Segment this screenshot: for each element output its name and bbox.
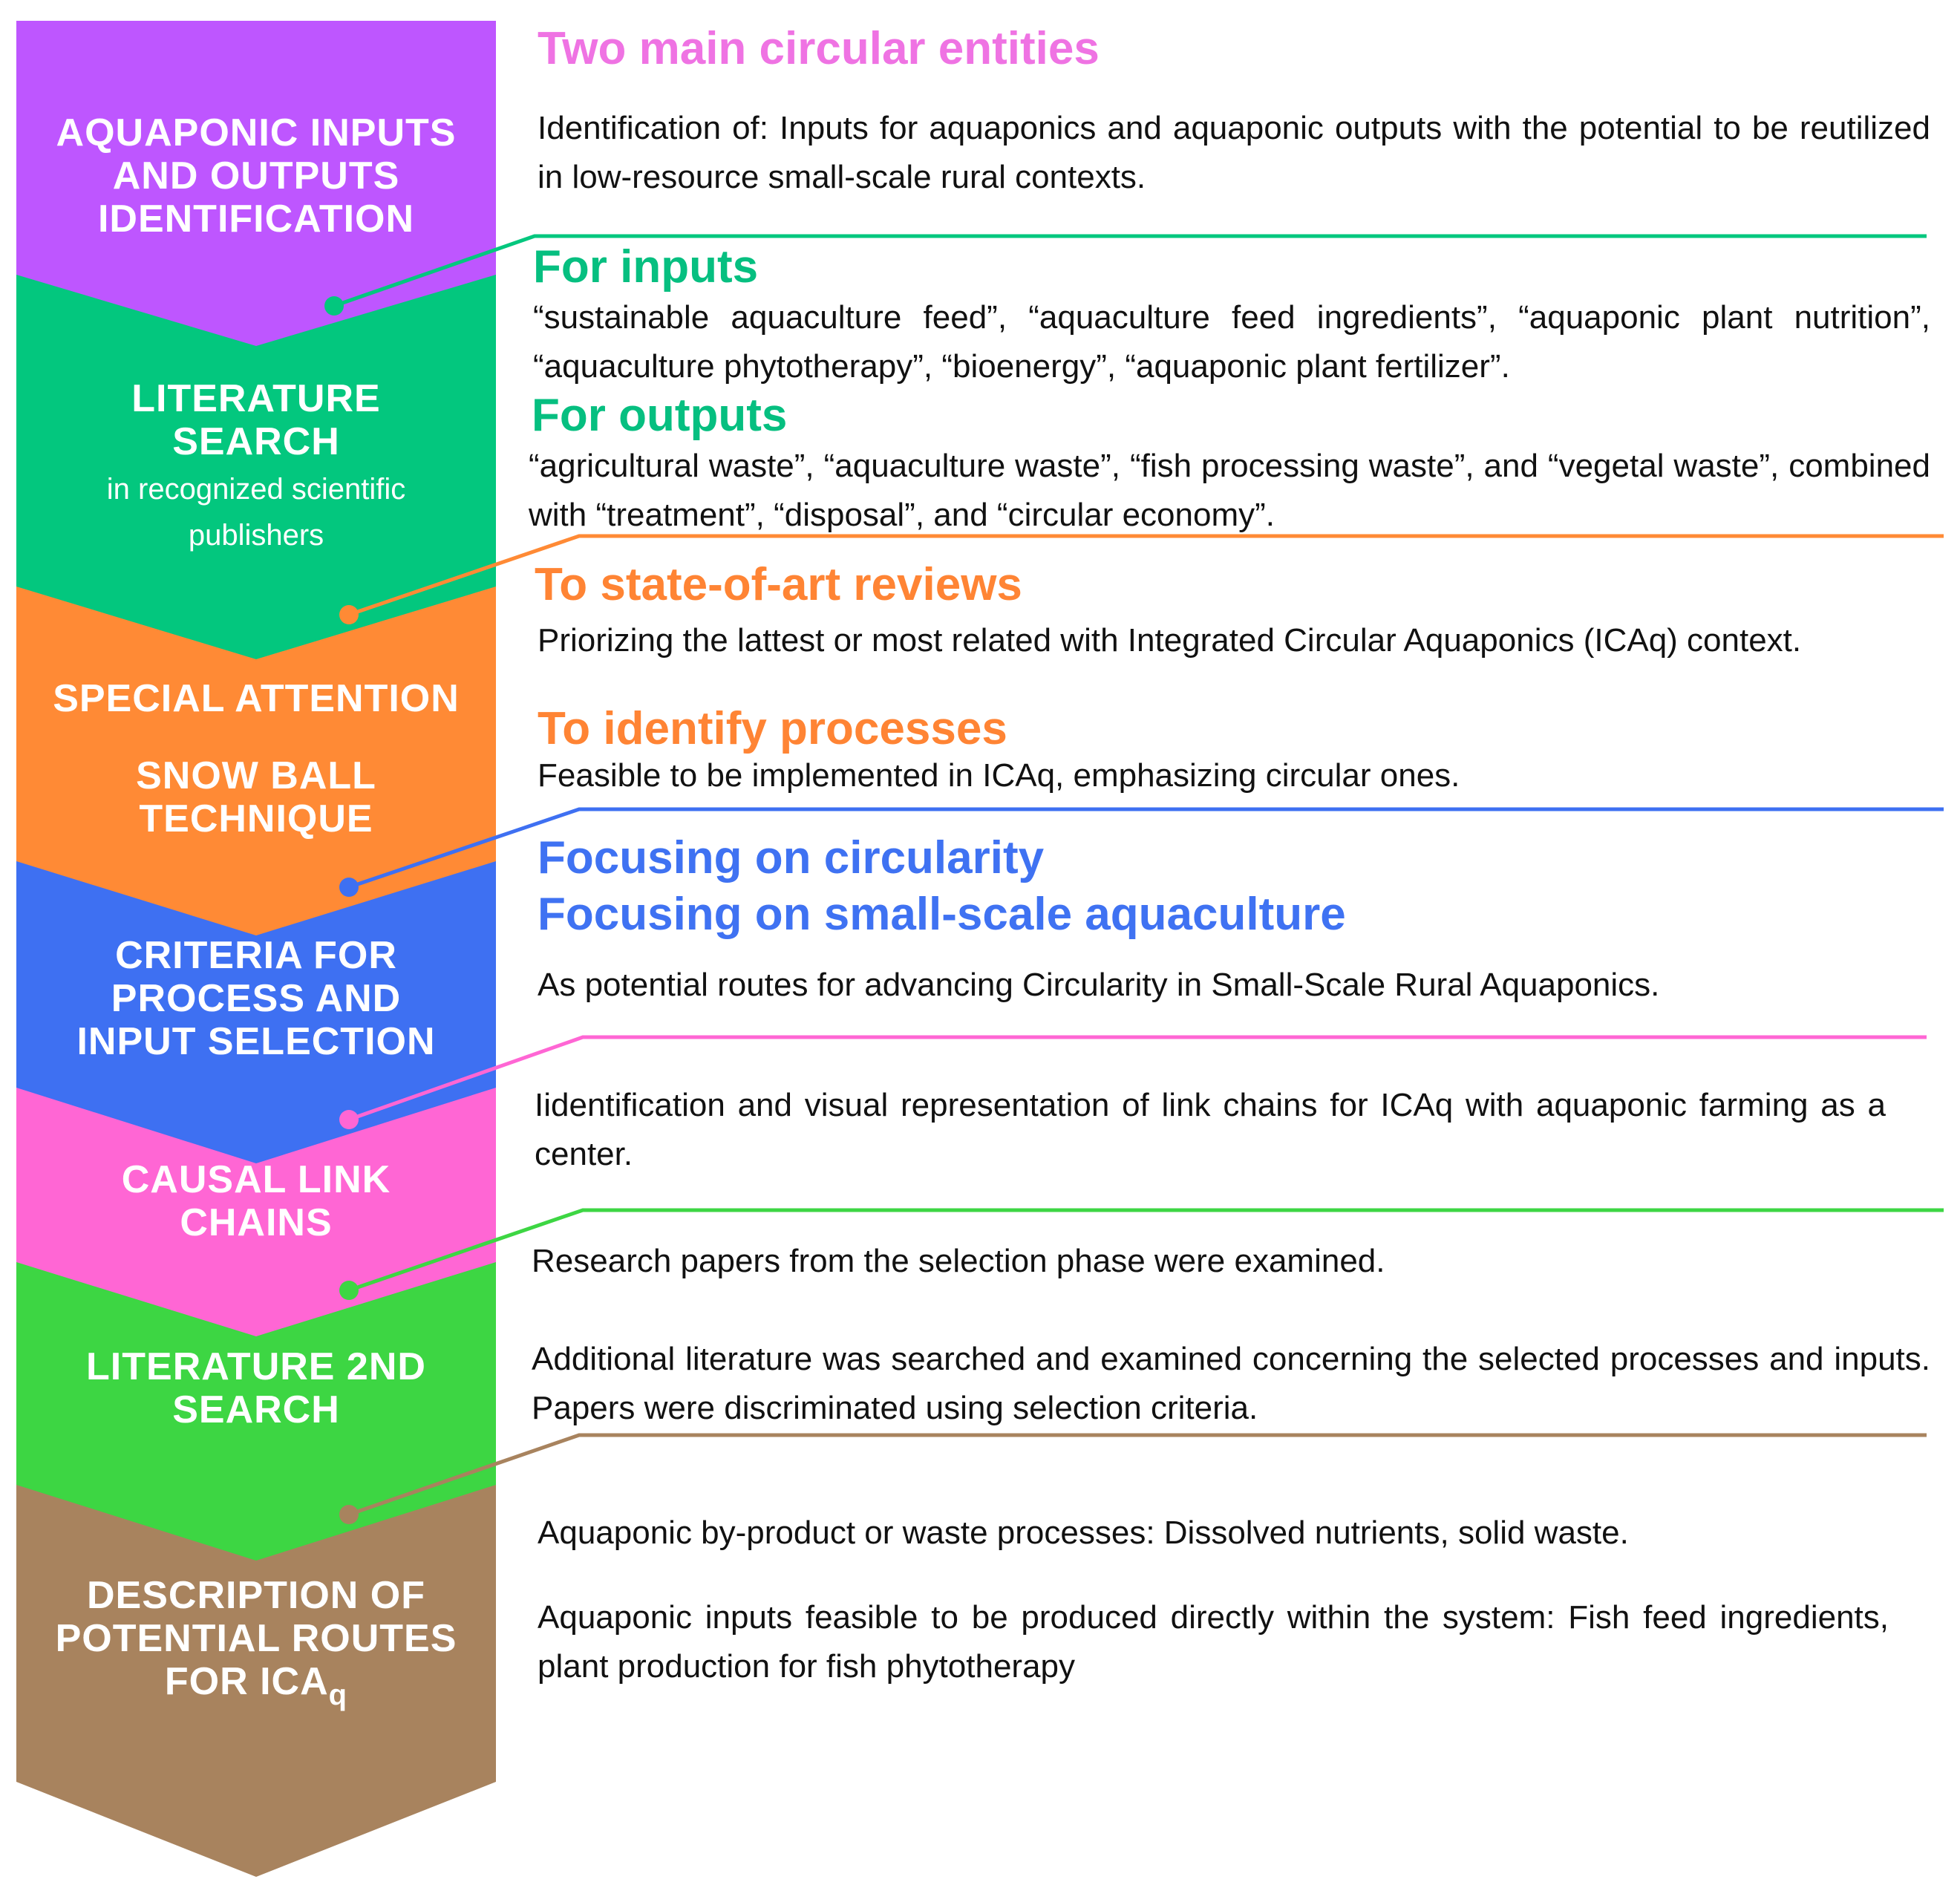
chevron-identification xyxy=(16,21,496,346)
stage-sub-line: publishers xyxy=(188,519,324,552)
connector-causal-link xyxy=(339,1035,1927,1129)
stage-line-subscript: q xyxy=(328,1679,348,1711)
stage-line: SNOW BALL xyxy=(136,754,376,797)
stage-subtitle: in recognized scientific publishers xyxy=(16,466,496,558)
stage-line: DESCRIPTION OF xyxy=(86,1574,426,1617)
stage-line: LITERATURE 2ND xyxy=(86,1345,426,1388)
chevron-causal-link xyxy=(16,1080,496,1336)
connector-literature-2nd xyxy=(339,1208,1944,1300)
stage-causal-link-label: CAUSAL LINK CHAINS xyxy=(16,1158,496,1244)
stage-line: LITERATURE xyxy=(131,377,381,420)
chevron-description xyxy=(16,1477,496,1877)
chevron-literature-2nd xyxy=(16,1255,496,1561)
stage-line-prefix: FOR ICA xyxy=(164,1660,329,1703)
stage-literature-2nd-label: LITERATURE 2ND SEARCH xyxy=(16,1345,496,1431)
text-aquaponic-byproducts: Aquaponic by-product or waste processes:… xyxy=(538,1515,1629,1551)
stage-line: INPUT SELECTION xyxy=(76,1020,436,1063)
heading-state-of-art: To state-of-art reviews xyxy=(535,559,1022,610)
heading-for-inputs: For inputs xyxy=(533,241,759,293)
stage-line: IDENTIFICATION xyxy=(97,197,415,241)
stage-line: POTENTIAL ROUTES xyxy=(55,1617,457,1660)
text-additional-literature: Additional literature was searched and e… xyxy=(532,1341,1930,1426)
heading-two-main-entities: Two main circular entities xyxy=(538,23,1100,74)
stage-line: CHAINS xyxy=(180,1201,333,1244)
connector-description xyxy=(339,1433,1927,1524)
stage-line: SEARCH xyxy=(172,1388,340,1431)
stage-description-label: DESCRIPTION OF POTENTIAL ROUTES FOR ICAq xyxy=(16,1574,496,1716)
stage-criteria-label: CRITERIA FOR PROCESS AND INPUT SELECTION xyxy=(16,934,496,1063)
stage-line: AND OUTPUTS xyxy=(112,154,400,197)
text-causal-link: Iidentification and visual representatio… xyxy=(535,1087,1886,1172)
stage-line: AQUAPONIC INPUTS xyxy=(56,111,457,154)
stage-line: PROCESS AND xyxy=(111,977,402,1020)
connector-inputs xyxy=(324,234,1927,316)
stage-line: TECHNIQUE xyxy=(139,797,373,840)
stage-sub-line: in recognized scientific xyxy=(106,473,406,506)
connector-criteria xyxy=(339,807,1944,897)
stage-line: SEARCH xyxy=(172,420,340,463)
stage-literature-search-label: LITERATURE SEARCH in recognized scientif… xyxy=(16,377,496,558)
heading-focusing-small-scale: Focusing on small-scale aquaculture xyxy=(538,889,1346,940)
text-identification: Identification of: Inputs for aquaponics… xyxy=(538,110,1930,195)
text-for-outputs: “agricultural waste”, “aquaculture waste… xyxy=(529,448,1930,533)
text-focusing: As potential routes for advancing Circul… xyxy=(538,967,1660,1003)
text-aquaponic-inputs: Aquaponic inputs feasible to be produced… xyxy=(538,1599,1889,1685)
stage-identification-label: AQUAPONIC INPUTS AND OUTPUTS IDENTIFICAT… xyxy=(16,111,496,241)
heading-for-outputs: For outputs xyxy=(532,390,788,441)
stage-line: CRITERIA FOR xyxy=(115,934,397,977)
text-identify-processes: Feasible to be implemented in ICAq, emph… xyxy=(538,757,1460,794)
chevron-criteria xyxy=(16,852,496,1163)
stage-line: SPECIAL ATTENTION xyxy=(53,677,460,720)
connector-special-attention xyxy=(339,534,1944,624)
stage-line: CAUSAL LINK xyxy=(121,1158,391,1201)
text-state-of-art: Priorizing the lattest or most related w… xyxy=(538,622,1802,659)
text-for-inputs: “sustainable aquaculture feed”, “aquacul… xyxy=(533,299,1930,385)
chevron-literature-search xyxy=(16,267,496,659)
text-research-papers: Research papers from the selection phase… xyxy=(532,1243,1385,1279)
stage-line-last: FOR ICAq xyxy=(16,1660,496,1716)
heading-focusing-circularity: Focusing on circularity xyxy=(538,832,1045,883)
heading-identify-processes: To identify processes xyxy=(538,703,1007,754)
chevron-special-attention xyxy=(16,579,496,935)
stage-special-attention-label: SPECIAL ATTENTION SNOW BALL TECHNIQUE xyxy=(16,677,496,840)
